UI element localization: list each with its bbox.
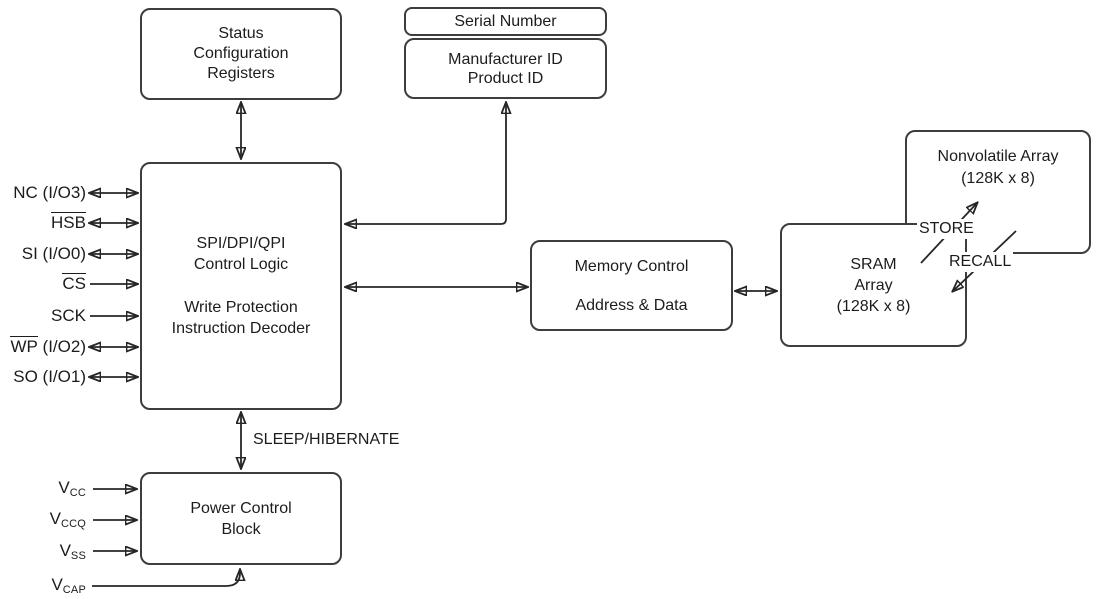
sram-array-box: SRAM Array (128K x 8) — [780, 223, 967, 347]
pin-text: V — [59, 541, 71, 560]
pin-label-vcap: VCAP — [0, 573, 86, 597]
box-label-line: Registers — [207, 65, 275, 82]
pin-label-si-io0: SI (I/O0) — [0, 242, 86, 266]
pin-text: NC (I/O3) — [13, 183, 86, 202]
box-label-line: Array — [854, 276, 893, 294]
spi-control-logic-box: SPI/DPI/QPI Control Logic Write Protecti… — [140, 162, 342, 410]
pin-label-sck: SCK — [0, 304, 86, 328]
status-configuration-registers-box: Status Configuration Registers — [140, 8, 342, 100]
pin-label-so-io1: SO (I/O1) — [0, 365, 86, 389]
overline-text: HSB — [51, 212, 86, 232]
box-label-line: Status — [218, 25, 264, 42]
pin-subscript: CC — [69, 487, 86, 499]
serial-number-box: Serial Number — [404, 7, 607, 36]
power-control-block-box: Power Control Block — [140, 472, 342, 565]
box-label-line: (128K x 8) — [836, 297, 911, 315]
pin-text: V — [51, 575, 63, 594]
pin-subscript: CAP — [62, 584, 86, 596]
box-label-line: Configuration — [193, 45, 289, 62]
pin-subscript: CCQ — [60, 518, 86, 530]
pin-text: V — [58, 478, 70, 497]
box-label-line: Block — [221, 520, 261, 538]
box-label-line: (128K x 8) — [961, 170, 1035, 187]
pin-label-wp-io2: WP (I/O2) — [0, 335, 86, 359]
box-label-line: Address & Data — [575, 296, 688, 314]
box-label-line: Product ID — [467, 69, 544, 87]
manufacturer-product-id-box: Manufacturer ID Product ID — [404, 38, 607, 99]
store-label: STORE — [917, 219, 976, 239]
overline-text: CS — [62, 273, 86, 293]
pin-arrow-vcap — [92, 570, 240, 587]
box-label-line: SRAM — [850, 255, 897, 273]
id-control-arrow — [346, 103, 506, 224]
box-label-line: Write Protection — [184, 299, 298, 316]
pin-text: SCK — [51, 306, 86, 325]
pin-label-vcc: VCC — [0, 476, 86, 500]
box-label-line: Nonvolatile Array — [937, 148, 1059, 165]
memory-control-box: Memory Control Address & Data — [530, 240, 733, 331]
sleep-hibernate-label: SLEEP/HIBERNATE — [251, 430, 402, 450]
box-label-line: Power Control — [190, 499, 292, 517]
box-label-line: SPI/DPI/QPI — [196, 235, 286, 252]
box-label-line: Control Logic — [193, 256, 289, 273]
overline-text: WP — [10, 336, 38, 356]
box-label-line: Instruction Decoder — [171, 320, 311, 337]
pin-label-vss: VSS — [0, 539, 86, 563]
pin-text: (I/O2) — [37, 337, 86, 356]
box-label-line: Memory Control — [574, 257, 689, 275]
pin-text: SO (I/O1) — [13, 367, 86, 386]
pin-subscript: SS — [70, 550, 86, 562]
box-label-line: Serial Number — [454, 13, 557, 30]
pin-label-nc-io3: NC (I/O3) — [0, 181, 86, 205]
pin-text: SI (I/O0) — [21, 244, 86, 263]
pin-label-cs: CS — [0, 272, 86, 296]
pin-label-vccq: VCCQ — [0, 507, 86, 531]
pin-text: V — [49, 509, 61, 528]
box-label-line: Manufacturer ID — [448, 50, 563, 68]
recall-label: RECALL — [947, 252, 1014, 272]
pin-label-hsb: HSB — [0, 211, 86, 235]
